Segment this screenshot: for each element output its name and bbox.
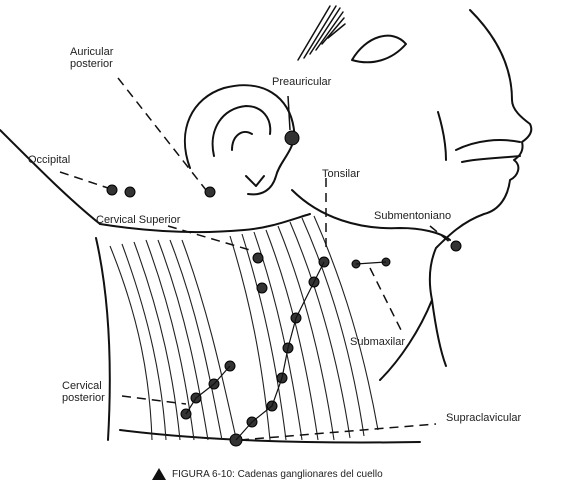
head-back <box>0 130 100 224</box>
node-auricular-posterior <box>205 187 215 197</box>
face-profile <box>430 10 531 366</box>
node-occipital-2 <box>125 187 135 197</box>
lips <box>456 140 520 162</box>
node-occipital-1 <box>107 185 117 195</box>
node-submentoniano <box>451 241 461 251</box>
lymph-nodes <box>107 131 461 446</box>
label-submaxilar: Submaxilar <box>350 336 405 348</box>
muscle-striations <box>110 216 378 440</box>
label-occipital: Occipital <box>28 154 70 166</box>
ear-outline <box>185 85 294 194</box>
caption-text: FIGURA 6-10: Cadenas ganglionares del cu… <box>172 469 383 480</box>
hair-hatching <box>298 6 345 60</box>
label-submentoniano: Submentoniano <box>374 210 451 222</box>
eye-outline <box>352 36 406 63</box>
label-cervical-posterior: Cervical posterior <box>62 380 105 404</box>
label-tonsilar: Tonsilar <box>322 168 360 180</box>
label-supraclavicular: Supraclavicular <box>446 412 521 424</box>
label-preauricular: Preauricular <box>272 76 331 88</box>
label-auricular-posterior: Auricular posterior <box>70 46 113 70</box>
figure-caption: FIGURA 6-10: Cadenas ganglionares del cu… <box>152 468 383 480</box>
node-preauricular <box>285 131 299 145</box>
triangle-icon <box>152 468 166 480</box>
label-cervical-superior: Cervical Superior <box>96 214 180 226</box>
